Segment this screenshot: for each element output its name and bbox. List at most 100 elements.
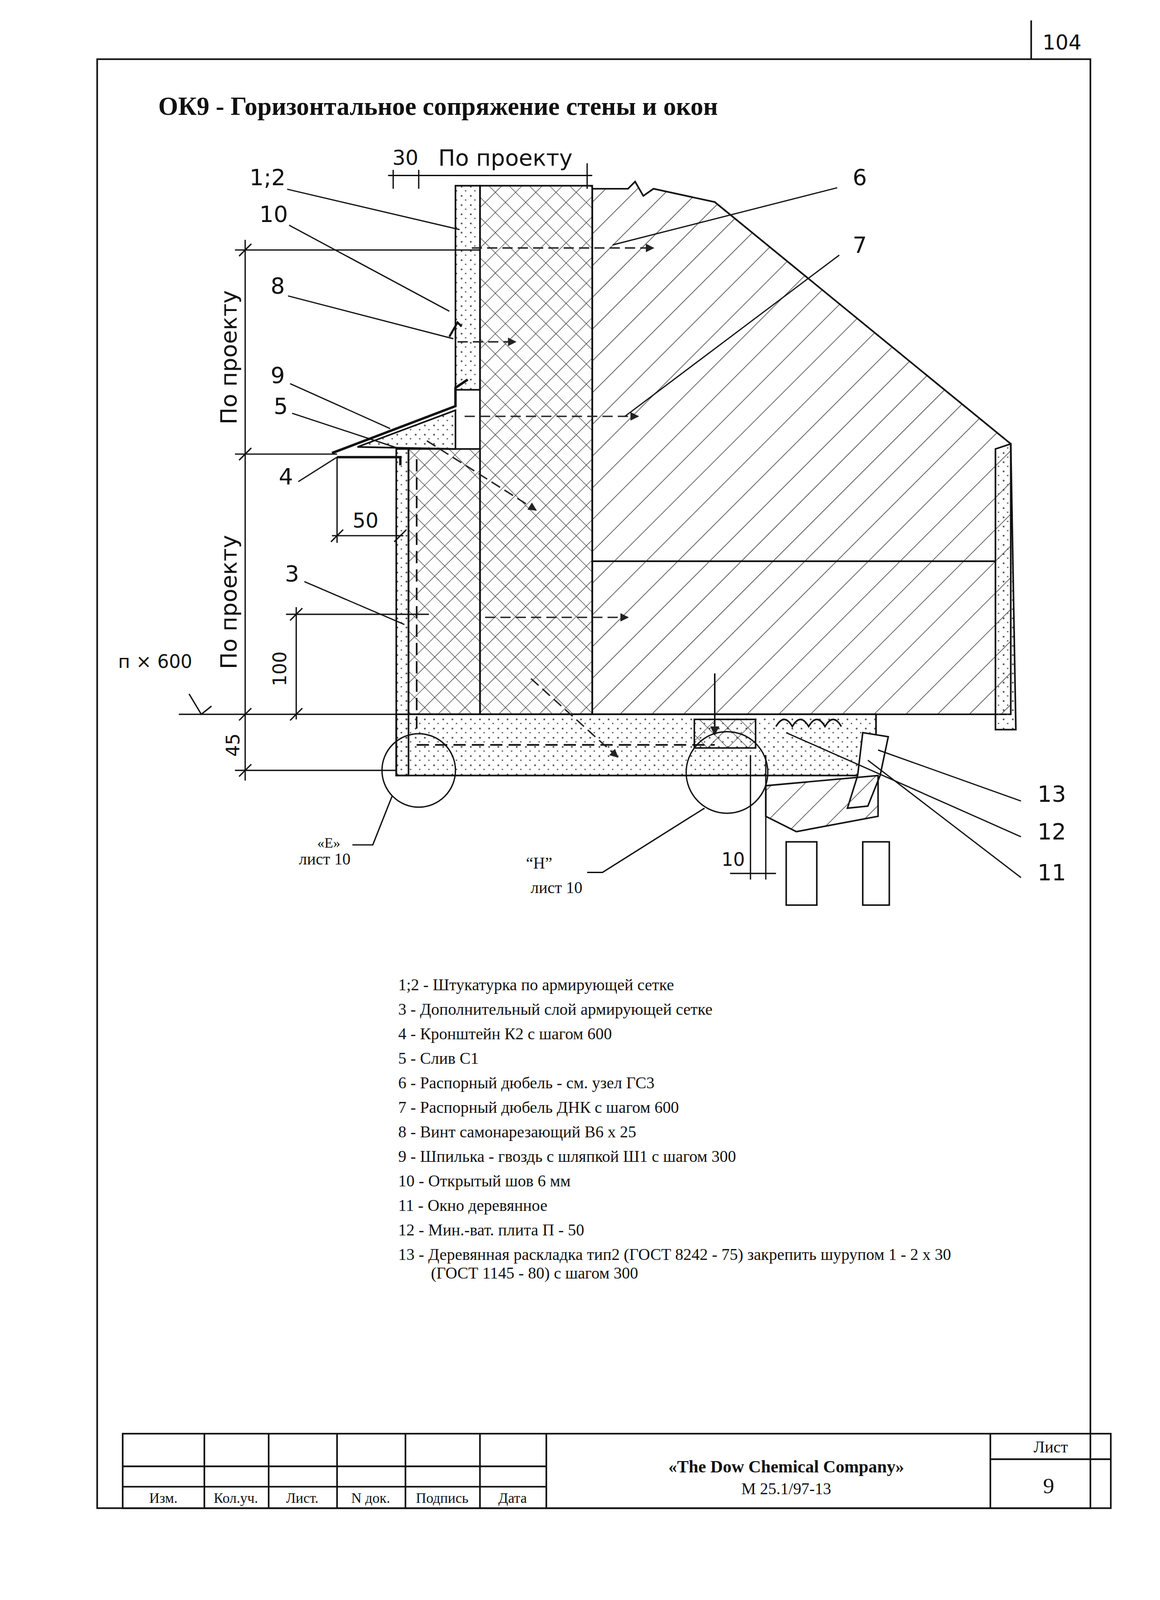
sheet-title: ОК9 - Горизонтальное сопряжение стены и … xyxy=(158,91,718,122)
reference-label: лист 10 xyxy=(530,878,583,898)
ext-line xyxy=(749,755,752,880)
title-block-cell: Кол.уч. xyxy=(213,1490,258,1508)
ext-line xyxy=(234,769,397,772)
window xyxy=(694,673,890,906)
legend-note: 6 - Распорный дюбель - см. узел ГС3 xyxy=(398,1074,971,1093)
dowel xyxy=(464,415,639,417)
col-line xyxy=(404,1434,407,1509)
dowels xyxy=(426,247,654,758)
title-block-cell: Дата xyxy=(498,1490,527,1508)
callout-label: 30 xyxy=(391,146,420,171)
row-line xyxy=(122,1466,547,1468)
title-block-cell: Изм. xyxy=(148,1490,178,1508)
leaders xyxy=(280,188,1021,878)
callout-label: 12 xyxy=(1036,819,1068,846)
legend-note: 8 - Винт самонарезающий В6 х 25 xyxy=(398,1123,971,1142)
callout-label: 7 xyxy=(851,232,868,258)
leader xyxy=(624,255,840,417)
callout-label: По проекту xyxy=(215,288,242,427)
masonry xyxy=(592,181,1011,715)
callout-label: 6 xyxy=(851,164,868,191)
dowel xyxy=(471,247,654,249)
legend-note: 9 - Шпилька - гвоздь с шляпкой Ш1 с шаго… xyxy=(398,1147,971,1167)
callout-label: 100 xyxy=(269,649,291,688)
callout-label: По проекту xyxy=(436,145,575,172)
legend-note: 1;2 - Штукатурка по армирующей сетке xyxy=(398,976,971,995)
dim-line xyxy=(729,872,776,875)
leader xyxy=(292,413,401,450)
callout-label: 11 xyxy=(1036,860,1068,887)
callout-label: 9 xyxy=(269,362,287,389)
dimensions xyxy=(178,163,777,881)
dim-line xyxy=(332,535,404,537)
mineral-wool xyxy=(694,719,756,749)
dim-line xyxy=(244,239,246,781)
window-frame xyxy=(765,775,878,833)
mesh-line xyxy=(416,459,418,735)
callout-label: 50 xyxy=(351,509,380,533)
title-block-border xyxy=(122,1434,1111,1509)
sealant xyxy=(776,719,842,727)
ext-line xyxy=(765,755,767,880)
callout-label: 5 xyxy=(272,393,290,420)
title-block-cell: Подпись xyxy=(416,1490,469,1508)
dowel xyxy=(485,616,629,619)
leader xyxy=(352,796,393,846)
lintel-line xyxy=(592,560,996,563)
leader xyxy=(587,808,705,873)
detail-h xyxy=(686,731,769,814)
col-line xyxy=(989,1434,992,1509)
sill xyxy=(332,379,468,454)
ext-line xyxy=(586,163,588,189)
title-block-cell: М 25.1/97-13 xyxy=(741,1480,832,1499)
title-block-cell: 9 xyxy=(1043,1473,1055,1500)
row-line xyxy=(990,1458,1111,1461)
open-joint xyxy=(449,322,462,337)
col-line xyxy=(336,1434,338,1509)
title-block-cell: Лист. xyxy=(286,1490,319,1508)
sash xyxy=(786,842,817,906)
mesh-line xyxy=(416,744,715,747)
sill-mortar xyxy=(357,410,456,449)
frame xyxy=(97,59,1091,1509)
reference-label: “H” xyxy=(525,854,553,873)
reference-label: лист 10 xyxy=(298,850,351,869)
title-block-cell: Лист xyxy=(1033,1438,1068,1458)
legend-note: 10 - Открытый шов 6 мм xyxy=(398,1172,971,1191)
leader xyxy=(877,750,1022,802)
callout-label: 13 xyxy=(1036,781,1068,808)
screw xyxy=(457,341,516,343)
sash xyxy=(862,842,890,906)
title-block-cell: N док. xyxy=(351,1490,391,1508)
legend-note: 12 - Мин.-ват. плита П - 50 xyxy=(398,1221,971,1240)
insulation-lower xyxy=(408,449,480,715)
legend-note: 4 - Кронштейн К2 с шагом 600 xyxy=(398,1025,971,1044)
legend-note: 11 - Окно деревянное xyxy=(398,1196,971,1216)
dim-ticks xyxy=(290,608,303,721)
leader xyxy=(867,760,1022,878)
callout-label: 8 xyxy=(269,272,287,299)
callout-label: п × 600 xyxy=(116,651,194,673)
reference-label: «E» xyxy=(317,835,341,852)
ext-line xyxy=(286,614,430,616)
col-line xyxy=(479,1434,481,1509)
screw xyxy=(713,673,716,735)
title-block-cell: «The Dow Chemical Company» xyxy=(668,1457,905,1478)
leader xyxy=(612,188,838,246)
reveal-plaster xyxy=(396,714,876,776)
detail-e xyxy=(381,733,456,808)
insulation xyxy=(480,185,593,715)
callout-label: По проекту xyxy=(215,534,242,672)
callout-label: 3 xyxy=(283,560,301,587)
legend-note: 13 - Деревянная раскладка тип2 (ГОСТ 824… xyxy=(398,1245,971,1284)
leader xyxy=(287,296,454,339)
legend-note: 7 - Распорный дюбель ДНК с шагом 600 xyxy=(398,1098,971,1118)
wall-section xyxy=(332,181,1017,776)
callout-label: 45 xyxy=(222,732,244,759)
leader xyxy=(280,188,460,230)
pin xyxy=(426,441,536,511)
col-line xyxy=(267,1434,270,1509)
callout-label: 4 xyxy=(277,463,295,490)
